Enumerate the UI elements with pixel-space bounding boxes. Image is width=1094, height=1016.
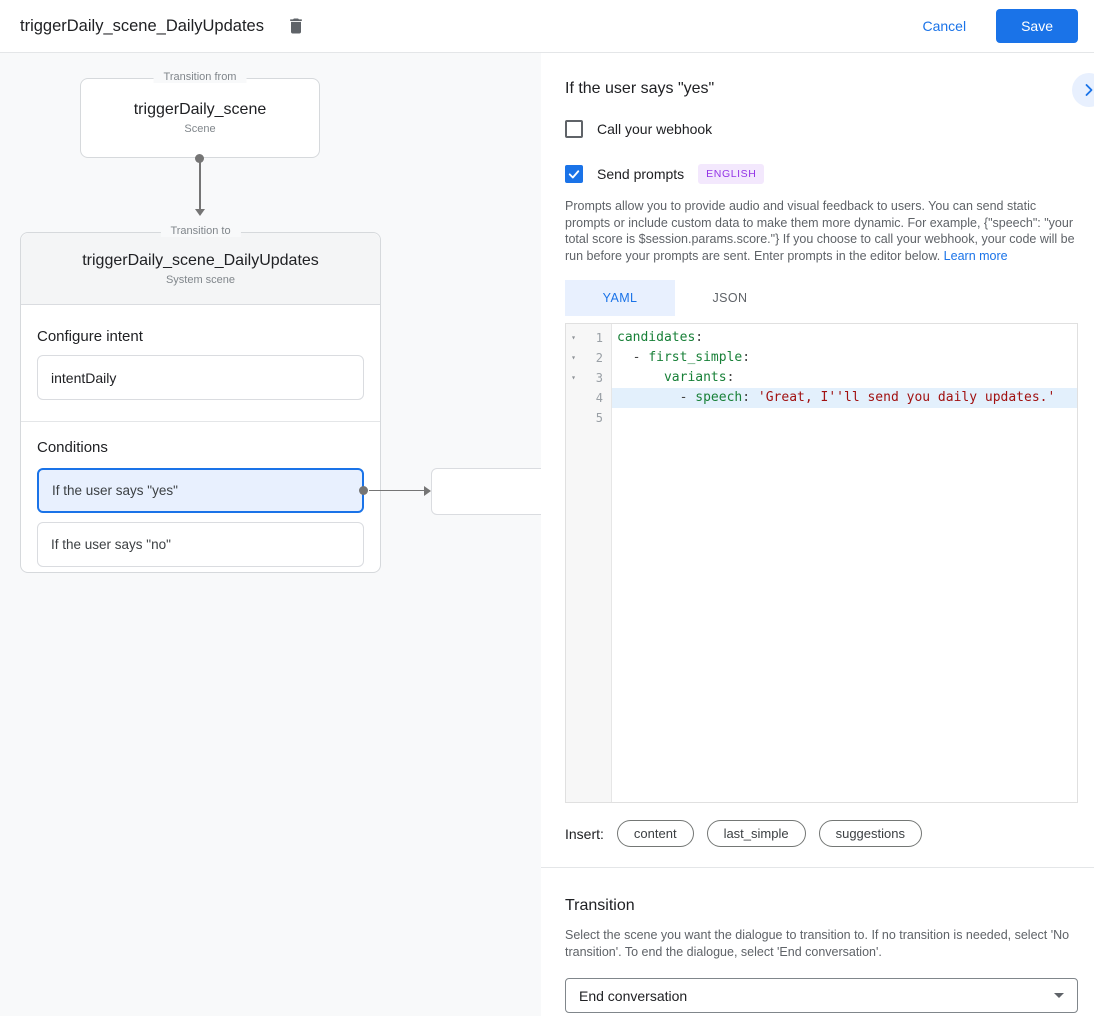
condition-label: If the user says "yes" xyxy=(52,483,178,498)
condition-item-no[interactable]: If the user says "no" xyxy=(37,522,364,567)
insert-row: Insert: content last_simple suggestions xyxy=(565,820,1094,847)
transition-title: Transition xyxy=(565,897,635,914)
page-title: triggerDaily_scene_DailyUpdates xyxy=(20,16,264,35)
collapse-panel-button[interactable] xyxy=(1072,73,1094,107)
webhook-row: Call your webhook xyxy=(565,120,1094,138)
scene-flow-canvas: Transition from triggerDaily_scene Scene… xyxy=(0,53,541,1016)
transition-select[interactable]: End conversation xyxy=(565,978,1078,1013)
code-line[interactable]: candidates: xyxy=(617,330,704,345)
intent-field[interactable]: intentDaily xyxy=(37,355,364,400)
send-prompts-row: Send prompts ENGLISH xyxy=(565,164,1094,184)
transition-to-node: Transition to triggerDaily_scene_DailyUp… xyxy=(20,225,541,573)
condition-detail-panel: If the user says "yes" Call your webhook… xyxy=(541,53,1094,1016)
transition-from-legend: Transition from xyxy=(153,71,247,83)
code-lines[interactable]: candidates: - first_simple: variants: - … xyxy=(612,324,1077,802)
condition-item-yes[interactable]: If the user says "yes" xyxy=(37,468,541,515)
tab-yaml[interactable]: YAML xyxy=(565,280,675,316)
language-badge: ENGLISH xyxy=(698,164,765,184)
insert-suggestions-button[interactable]: suggestions xyxy=(818,820,922,847)
line-number: 1 xyxy=(595,331,603,345)
call-webhook-label: Call your webhook xyxy=(597,121,713,137)
condition-label: If the user says "no" xyxy=(51,537,171,552)
section-divider xyxy=(541,867,1094,868)
conditions-label: Conditions xyxy=(37,439,108,456)
to-node-subtitle: System scene xyxy=(165,273,236,286)
linked-scene-node[interactable] xyxy=(431,468,541,515)
code-line[interactable]: variants: xyxy=(663,370,735,385)
panel-title: If the user says "yes" xyxy=(565,80,715,97)
fold-toggle-icon[interactable]: ▾ xyxy=(571,373,576,382)
prompt-code-editor[interactable]: ▾ 1 ▾ 2 ▾ 3 4 5 candidates: - first_simple: var… xyxy=(565,323,1078,803)
insert-last-simple-button[interactable]: last_simple xyxy=(706,820,806,847)
cancel-button[interactable]: Cancel xyxy=(922,18,967,34)
node-divider xyxy=(21,421,380,422)
transition-from-node[interactable]: Transition from triggerDaily_scene Scene xyxy=(80,71,320,158)
send-prompts-checkbox[interactable] xyxy=(565,165,583,183)
chevron-right-icon xyxy=(1079,80,1094,100)
connector-line xyxy=(199,158,201,210)
transition-select-value: End conversation xyxy=(579,987,688,1004)
trash-icon xyxy=(286,16,306,36)
fold-toggle-icon[interactable]: ▾ xyxy=(571,333,576,342)
connector-dot xyxy=(359,486,368,495)
call-webhook-checkbox[interactable] xyxy=(565,120,583,138)
to-node-header[interactable]: triggerDaily_scene_DailyUpdates System s… xyxy=(21,233,380,305)
insert-content-button[interactable]: content xyxy=(616,820,694,847)
dropdown-caret-icon xyxy=(1054,993,1064,998)
line-number: 3 xyxy=(595,371,603,385)
learn-more-link[interactable]: Learn more xyxy=(943,248,1008,263)
transition-description: Select the scene you want the dialogue t… xyxy=(565,928,1070,959)
top-bar: triggerDaily_scene_DailyUpdates Cancel S… xyxy=(0,0,1094,53)
configure-intent-section: Configure intent intentDaily xyxy=(21,305,380,400)
transition-to-legend: Transition to xyxy=(160,225,241,237)
configure-intent-label: Configure intent xyxy=(37,328,143,345)
connector-arrowhead-icon xyxy=(424,485,431,496)
code-line[interactable]: - speech: 'Great, I''ll send you daily u… xyxy=(612,388,1077,408)
prompts-description-text: Prompts allow you to provide audio and v… xyxy=(565,199,1075,263)
editor-format-tabs: YAML JSON xyxy=(565,280,1094,316)
send-prompts-label: Send prompts xyxy=(597,166,685,182)
delete-scene-button[interactable] xyxy=(282,12,310,40)
fold-toggle-icon[interactable]: ▾ xyxy=(571,353,576,362)
connector-line xyxy=(369,489,424,491)
line-number: 2 xyxy=(595,351,603,365)
editor-gutter: ▾ 1 ▾ 2 ▾ 3 4 5 xyxy=(566,324,612,802)
connector-arrowhead-icon xyxy=(194,209,205,216)
tab-json[interactable]: JSON xyxy=(675,280,785,316)
insert-label: Insert: xyxy=(565,825,604,842)
code-line[interactable]: - first_simple: xyxy=(617,350,751,365)
conditions-section: Conditions If the user says "yes" If the… xyxy=(21,422,541,567)
line-number: 5 xyxy=(595,411,603,425)
prompts-description: Prompts allow you to provide audio and v… xyxy=(565,198,1077,264)
from-node-title: triggerDaily_scene xyxy=(133,101,267,118)
code-line[interactable] xyxy=(612,408,1077,428)
to-node-title: triggerDaily_scene_DailyUpdates xyxy=(82,251,319,269)
line-number: 4 xyxy=(595,391,603,405)
save-button[interactable]: Save xyxy=(996,9,1078,43)
from-node-subtitle: Scene xyxy=(184,123,216,135)
check-icon xyxy=(567,167,581,181)
